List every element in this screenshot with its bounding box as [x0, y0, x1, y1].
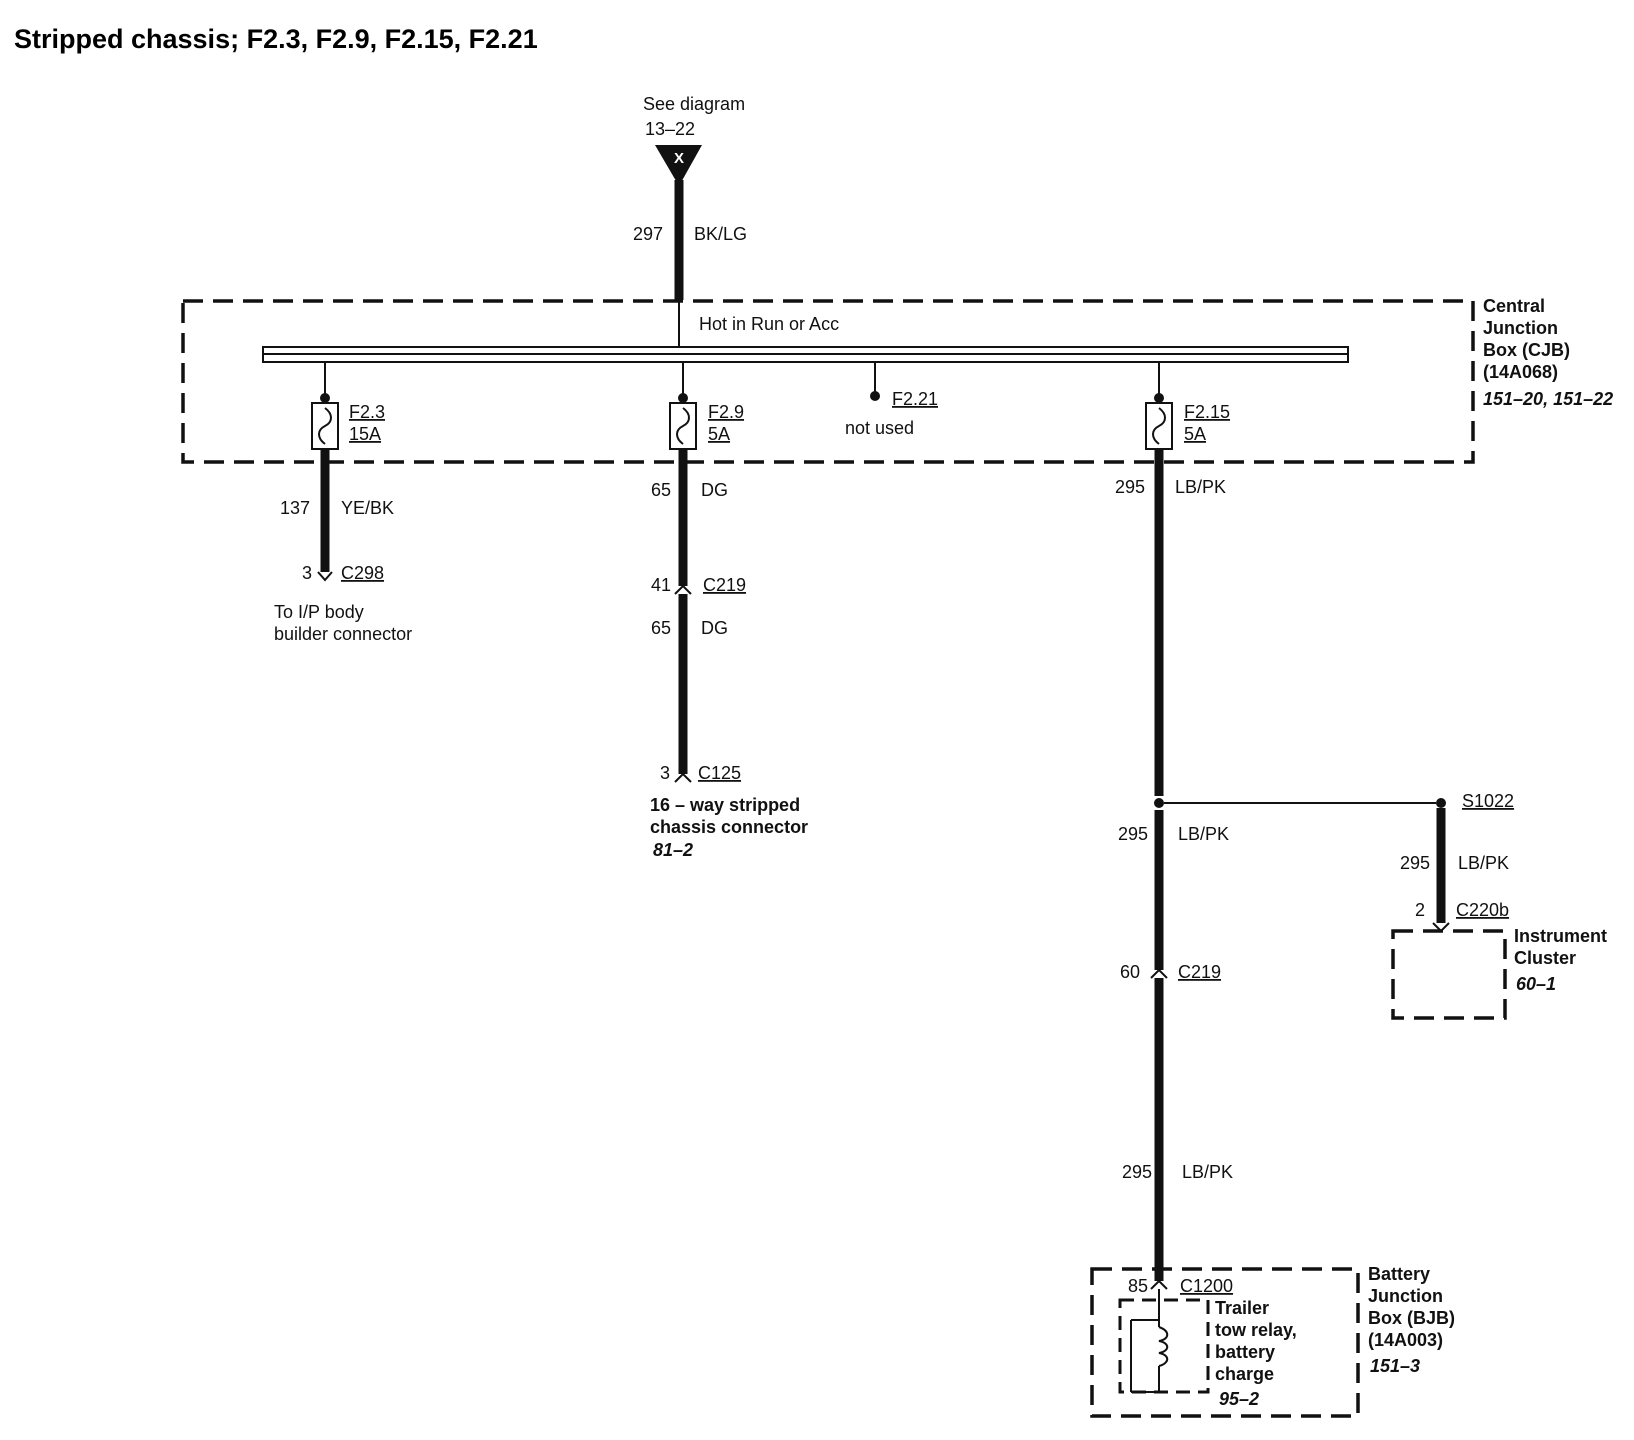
- branch1-connector-name: C298: [341, 563, 384, 583]
- branch1-wire-color: YE/BK: [341, 498, 394, 518]
- fuse-f215-id: F2.15: [1184, 402, 1230, 422]
- branch2-wire1-color: DG: [701, 480, 728, 500]
- bjb-ref: 151–3: [1370, 1356, 1420, 1376]
- branch3-conn1-pin: 60: [1120, 962, 1140, 982]
- branch2-conn2-pin: 3: [660, 763, 670, 783]
- cjb-name-1: Central: [1483, 296, 1545, 316]
- cluster-connector-pin: 2: [1415, 900, 1425, 920]
- fuse-f23-id: F2.3: [349, 402, 385, 422]
- cluster-wire-color: LB/PK: [1458, 853, 1509, 873]
- cjb-name-4: (14A068): [1483, 362, 1558, 382]
- branch2-c125-icon: [674, 772, 692, 783]
- fuse-f215-element: [1152, 407, 1166, 445]
- fuse-f221-id: F2.21: [892, 389, 938, 409]
- branch2-dest-1: 16 – way stripped: [650, 795, 800, 815]
- cluster-connector-name: C220b: [1456, 900, 1509, 920]
- fuse-f29-rating: 5A: [708, 424, 730, 444]
- bjb-name-4: (14A003): [1368, 1330, 1443, 1350]
- branch3-wire3-circuit: 295: [1122, 1162, 1152, 1182]
- branch3-c1200-icon: [1150, 1279, 1168, 1290]
- fuse-f221-node: [870, 391, 880, 401]
- source-see-diagram: See diagram: [643, 94, 745, 114]
- fuse-f29-node: [678, 393, 688, 403]
- bjb-name-1: Battery: [1368, 1264, 1430, 1284]
- fuse-f215-node: [1154, 393, 1164, 403]
- instrument-cluster-box: [1391, 929, 1507, 1020]
- branch1-dest-1: To I/P body: [274, 602, 364, 622]
- branch1-connector-pin: 3: [302, 563, 312, 583]
- relay-coil-icon: [1158, 1326, 1169, 1367]
- branch2-conn1-pin: 41: [651, 575, 671, 595]
- relay-name-3: battery: [1215, 1342, 1275, 1362]
- instrument-cluster-name-1: Instrument: [1514, 926, 1607, 946]
- branch3-conn2-pin: 85: [1128, 1276, 1148, 1296]
- fuse-f23-node: [320, 393, 330, 403]
- branch2-dest-ref: 81–2: [653, 840, 693, 860]
- branch3-wire1-color: LB/PK: [1175, 477, 1226, 497]
- branch2-conn2-name: C125: [698, 763, 741, 783]
- splice-s1022-node: [1436, 798, 1446, 808]
- instrument-cluster-ref: 60–1: [1516, 974, 1556, 994]
- branch1-wire-circuit: 137: [280, 498, 310, 518]
- branch1-connector-icon: [317, 571, 333, 582]
- branch3-conn2-name: C1200: [1180, 1276, 1233, 1296]
- fuse-f23-rating: 15A: [349, 424, 381, 444]
- cjb-ref: 151–20, 151–22: [1483, 389, 1613, 409]
- relay-name-2: tow relay,: [1215, 1320, 1297, 1340]
- branch2-dest-2: chassis connector: [650, 817, 808, 837]
- branch2-wire1-circuit: 65: [651, 480, 671, 500]
- relay-ref: 95–2: [1219, 1389, 1259, 1409]
- cjb-name-2: Junction: [1483, 318, 1558, 338]
- fuse-f221-note: not used: [845, 418, 914, 438]
- branch1-dest-2: builder connector: [274, 624, 412, 644]
- bjb-name-2: Junction: [1368, 1286, 1443, 1306]
- instrument-cluster-name-2: Cluster: [1514, 948, 1576, 968]
- fuse-f215-rating: 5A: [1184, 424, 1206, 444]
- diagram-title: Stripped chassis; F2.3, F2.9, F2.15, F2.…: [14, 24, 538, 54]
- fuse-f29-element: [676, 407, 690, 445]
- splice-s1022-label: S1022: [1462, 791, 1514, 811]
- branch3-wire3-color: LB/PK: [1182, 1162, 1233, 1182]
- source-page-ref: 13–22: [645, 119, 695, 139]
- trailer-relay-box: [1118, 1298, 1210, 1394]
- relay-name-1: Trailer: [1215, 1298, 1269, 1318]
- branch3-wire1-circuit: 295: [1115, 477, 1145, 497]
- cjb-name-3: Box (CJB): [1483, 340, 1570, 360]
- fuse-f29-id: F2.9: [708, 402, 744, 422]
- branch2-wire2-circuit: 65: [651, 618, 671, 638]
- relay-name-4: charge: [1215, 1364, 1274, 1384]
- feed-wire-circuit: 297: [633, 224, 663, 244]
- cjb-power-label: Hot in Run or Acc: [699, 314, 839, 334]
- branch2-c219-icon: [674, 584, 692, 595]
- cjb-box: [181, 299, 1475, 464]
- branch3-splice-node: [1154, 798, 1164, 808]
- source-symbol: X: [674, 150, 684, 167]
- branch3-c219-icon: [1150, 968, 1168, 979]
- branch2-wire2-color: DG: [701, 618, 728, 638]
- bjb-box: [1090, 1267, 1360, 1418]
- fuse-f23-element: [318, 407, 332, 445]
- branch3-conn1-name: C219: [1178, 962, 1221, 982]
- branch3-wire2-color: LB/PK: [1178, 824, 1229, 844]
- branch2-conn1-name: C219: [703, 575, 746, 595]
- cluster-wire-circuit: 295: [1400, 853, 1430, 873]
- bjb-name-3: Box (BJB): [1368, 1308, 1455, 1328]
- branch3-wire2-circuit: 295: [1118, 824, 1148, 844]
- feed-wire-color: BK/LG: [694, 224, 747, 244]
- source-triangle-icon: [655, 145, 702, 186]
